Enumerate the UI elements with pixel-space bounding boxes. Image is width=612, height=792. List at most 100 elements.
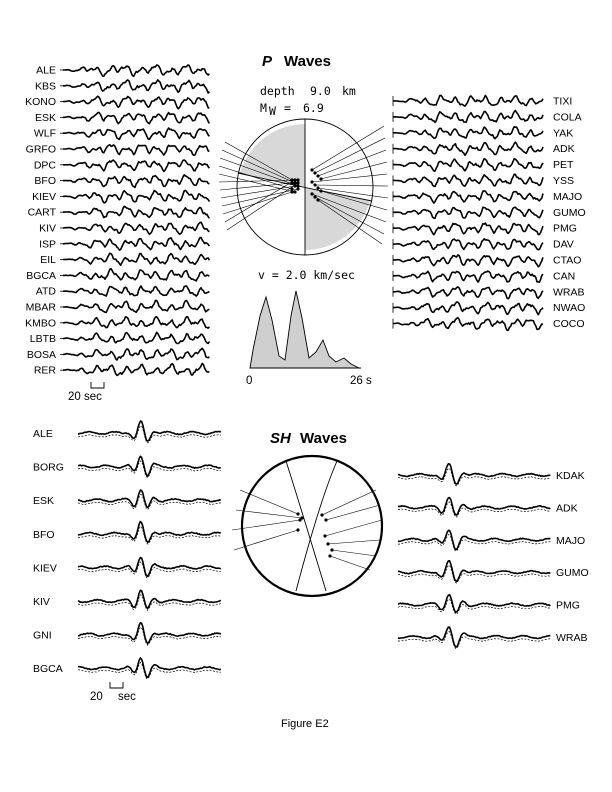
p-seismogram: [62, 362, 210, 377]
sh-station-label: ESK: [33, 495, 54, 507]
p-seismogram: [393, 157, 544, 172]
sh-focal-sphere: [240, 454, 384, 598]
p-focal-quadrant-se: [305, 187, 370, 250]
p-trace-mbar: MBAR: [26, 299, 210, 314]
sh-scale-number: 20: [90, 691, 103, 703]
sh-trace-wrab: WRAB: [397, 626, 588, 649]
p-station-dot: [310, 168, 314, 172]
sh-station-dot: [296, 512, 300, 516]
sh-nodal-plane-1: [285, 460, 327, 592]
p-station-label: KONO: [25, 96, 56, 108]
p-seismogram: [63, 174, 210, 189]
stf-start-label: 0: [246, 375, 252, 387]
p-station-dot: [316, 174, 320, 178]
p-trace-kmbo: KMBO: [25, 315, 210, 329]
p-station-label: KIV: [39, 223, 56, 235]
p-station-dot: [310, 180, 314, 184]
sh-synthetic: [77, 425, 221, 444]
p-ray: [317, 149, 387, 177]
p-seismogram: [62, 315, 210, 329]
sh-synthetic: [77, 561, 221, 579]
p-ray: [311, 125, 385, 171]
p-trace-eil: EIL: [40, 252, 211, 266]
p-trace-gumo: GUMO: [392, 206, 586, 220]
sh-station-label: ALE: [33, 428, 53, 440]
sh-station-dots: [296, 512, 334, 558]
p-trace-yak: YAK: [392, 125, 573, 140]
sh-seismogram: [77, 489, 221, 509]
p-trace-bgca: BGCA: [26, 267, 210, 282]
p-trace-yss: YSS: [392, 173, 574, 188]
p-trace-cola: COLA: [392, 109, 582, 123]
p-station-dot: [310, 192, 314, 196]
p-station-label: TIXI: [553, 96, 572, 108]
p-scale-bar: [90, 382, 105, 389]
p-station-label: ESK: [35, 112, 56, 124]
p-trace-cart: CART: [28, 205, 211, 219]
p-station-dot: [313, 171, 317, 175]
p-trace-atd: ATD: [36, 285, 210, 298]
p-station-label: YAK: [553, 127, 573, 139]
mw-subscript: W: [269, 104, 276, 118]
p-station-dot: [293, 190, 297, 194]
mw-equals: =: [284, 101, 291, 115]
p-trace-isp: ISP: [39, 236, 211, 251]
sh-seismogram: [397, 560, 551, 583]
sh-station-dot: [328, 554, 332, 558]
p-ray: [221, 149, 296, 184]
p-ray: [314, 184, 389, 187]
p-seismogram: [62, 331, 211, 345]
p-station-dot: [290, 187, 294, 191]
p-seismogram: [62, 189, 211, 204]
p-ray: [219, 182, 293, 191]
sh-synthetic: [397, 631, 551, 649]
p-ray: [218, 165, 293, 190]
p-station-dot: [319, 189, 323, 193]
p-station-label: RER: [34, 365, 57, 377]
p-seismogram: [63, 285, 210, 297]
sh-trace-kiev: KIEV: [33, 556, 222, 579]
p-trace-wlf: WLF: [34, 127, 210, 141]
sh-station-dot: [300, 516, 304, 520]
p-station-label: CAN: [553, 270, 575, 282]
p-seismogram: [63, 79, 211, 94]
p-station-label: ISP: [39, 238, 56, 250]
p-station-dot: [293, 184, 297, 188]
p-station-label: DAV: [553, 239, 574, 251]
p-time-scale: 20 sec: [68, 382, 105, 403]
p-seismogram: [62, 221, 210, 236]
p-seismogram: [392, 270, 544, 283]
sh-station-label: MAJO: [556, 535, 585, 547]
p-seismogram: [392, 94, 544, 107]
sh-synthetic: [77, 460, 221, 479]
p-ray: [226, 182, 299, 231]
p-seismogram: [393, 125, 544, 140]
depth-label: depth: [260, 84, 295, 98]
p-seismogram: [62, 205, 211, 219]
p-ray: [314, 196, 385, 235]
sh-synthetic: [77, 661, 221, 680]
p-left-traces: ALEKBSKONOESKWLFGRFODPCBFOKIEVCARTKIVISP…: [25, 64, 211, 377]
p-station-label: COCO: [553, 318, 585, 330]
p-station-label: PMG: [553, 223, 577, 235]
sh-ray: [321, 489, 377, 516]
p-trace-kono: KONO: [25, 95, 210, 110]
sh-trace-kiv: KIV: [33, 589, 222, 611]
p-station-label: MBAR: [26, 302, 57, 314]
sh-synthetic: [77, 594, 221, 611]
p-station-label: GUMO: [553, 207, 586, 219]
p-scale-label: 20 sec: [68, 391, 102, 403]
p-seismogram: [393, 238, 544, 251]
p-station-label: MAJO: [553, 191, 582, 203]
stf-shape: [249, 290, 360, 369]
figure-caption: Figure E2: [281, 718, 329, 730]
sh-trace-borg: BORG: [33, 455, 221, 479]
p-seismogram: [63, 64, 210, 77]
sh-station-dot: [298, 518, 302, 522]
p-station-rays: [218, 125, 389, 245]
sh-synthetic: [77, 525, 221, 545]
p-seismogram: [63, 127, 210, 141]
